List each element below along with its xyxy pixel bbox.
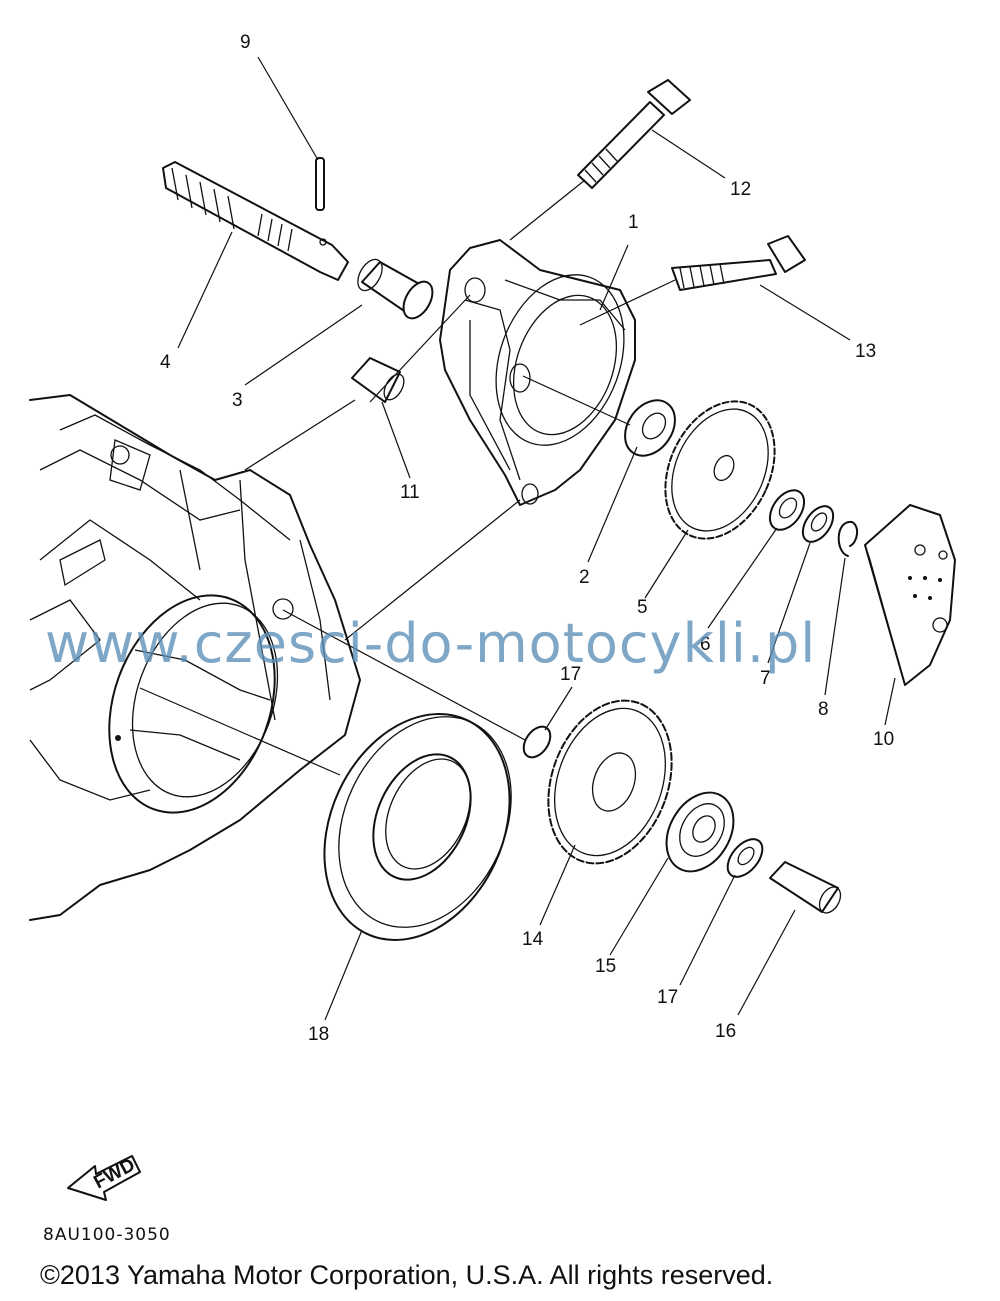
assembly-lines bbox=[139, 179, 676, 776]
part-bearing-15 bbox=[665, 791, 735, 873]
copyright-notice: ©2013 Yamaha Motor Corporation, U.S.A. A… bbox=[40, 1260, 774, 1290]
crankcase bbox=[29, 394, 361, 921]
part-ring-6 bbox=[768, 489, 806, 531]
label-part-4: 4 bbox=[160, 352, 171, 373]
part-seal-18 bbox=[323, 713, 512, 941]
part-shaft bbox=[162, 161, 349, 281]
part-bolt-13 bbox=[671, 235, 806, 291]
label-part-6: 6 bbox=[700, 634, 711, 655]
part-washer-17-lower bbox=[726, 838, 764, 878]
part-dowel bbox=[351, 357, 405, 403]
watermark: www.czesci-do-motocykli.pl bbox=[45, 612, 817, 675]
part-circlip-17-upper bbox=[522, 725, 552, 759]
part-clip-8 bbox=[837, 521, 858, 557]
label-part-17-upper: 17 bbox=[560, 664, 581, 685]
part-bracket bbox=[439, 239, 636, 506]
label-part-12: 12 bbox=[730, 179, 751, 200]
label-part-11: 11 bbox=[400, 482, 420, 503]
label-part-1: 1 bbox=[628, 212, 639, 233]
part-ring-7 bbox=[801, 505, 835, 543]
part-washer-2 bbox=[624, 399, 676, 457]
label-part-7: 7 bbox=[760, 668, 771, 689]
part-number-labels: 9 12 1 13 4 3 11 2 5 6 7 8 10 17 14 15 1… bbox=[160, 32, 894, 1045]
label-part-5: 5 bbox=[637, 597, 648, 618]
diagram-code: 8AU100-3050 bbox=[43, 1225, 171, 1245]
part-gear-5 bbox=[664, 400, 776, 540]
label-part-13: 13 bbox=[855, 341, 876, 362]
part-gear-14 bbox=[547, 699, 673, 865]
fwd-arrow-icon: FWD bbox=[67, 1155, 141, 1201]
label-part-17-lower: 17 bbox=[657, 987, 678, 1008]
part-collar bbox=[357, 258, 434, 320]
label-part-16: 16 bbox=[715, 1021, 736, 1042]
label-part-3: 3 bbox=[232, 390, 243, 411]
label-part-9: 9 bbox=[240, 32, 251, 53]
part-plate-10 bbox=[864, 504, 956, 686]
label-part-2: 2 bbox=[579, 567, 590, 588]
label-part-15: 15 bbox=[595, 956, 616, 977]
label-part-10: 10 bbox=[873, 729, 894, 750]
label-part-8: 8 bbox=[818, 699, 829, 720]
leader-lines bbox=[177, 56, 896, 1021]
part-pin-16 bbox=[769, 861, 842, 914]
part-pin bbox=[315, 157, 325, 211]
part-bolt-12 bbox=[577, 79, 691, 189]
label-part-18: 18 bbox=[308, 1024, 329, 1045]
fwd-label: FWD bbox=[90, 1155, 138, 1194]
label-part-14: 14 bbox=[522, 929, 544, 950]
